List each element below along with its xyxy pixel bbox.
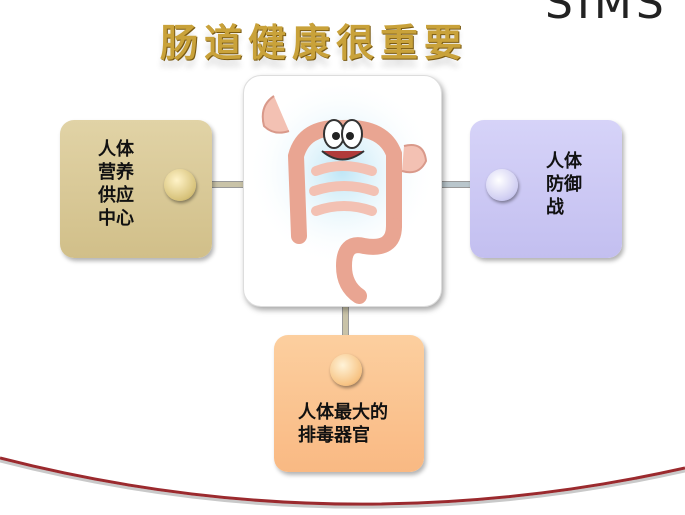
intestine-illustration-card [243,75,442,307]
corner-text: SIMS [545,0,668,29]
slide-title: 肠道健康很重要 [160,20,469,65]
node-nutrition-center: 人体营养供应中心 [60,120,212,258]
intestine-cartoon-icon [247,86,437,304]
node-label: 人体最大的排毒器官 [298,402,388,446]
node-defense: 人体防御战 [470,120,622,258]
node-label: 人体营养供应中心 [98,139,134,229]
knob-bottom [330,354,362,386]
node-detox-organ: 人体最大的排毒器官 [274,335,424,472]
node-label: 人体防御战 [546,151,582,218]
knob-left [164,169,196,201]
knob-right [486,169,518,201]
